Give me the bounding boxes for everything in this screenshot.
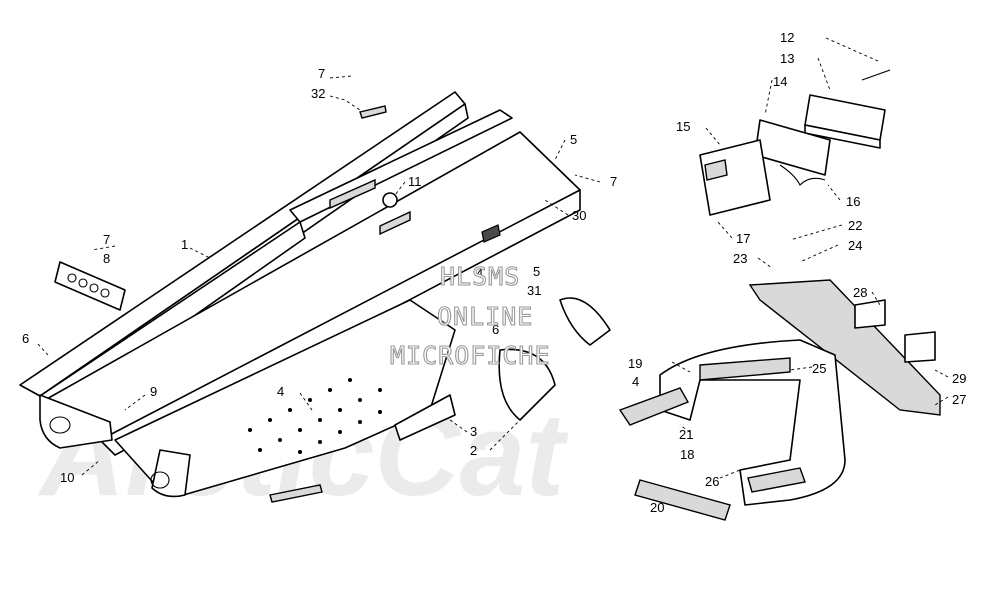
callout-26: 26 xyxy=(705,474,719,489)
callout-25: 25 xyxy=(812,361,826,376)
callout-18: 18 xyxy=(680,447,694,462)
callout-4: 4 xyxy=(277,384,284,399)
callout-9: 9 xyxy=(150,384,157,399)
callout-5: 5 xyxy=(570,132,577,147)
callout-7: 7 xyxy=(318,66,325,81)
callout-31: 31 xyxy=(527,283,541,298)
callout-7: 7 xyxy=(103,232,110,247)
callout-20: 20 xyxy=(650,500,664,515)
tail-light-icon xyxy=(699,69,891,216)
callout-28: 28 xyxy=(853,285,867,300)
callout-24: 24 xyxy=(848,238,862,253)
pad-icon xyxy=(634,479,731,521)
callout-4: 4 xyxy=(632,374,639,389)
callout-23: 23 xyxy=(733,251,747,266)
callout-27: 27 xyxy=(952,392,966,407)
bracket-icon xyxy=(394,394,456,441)
callout-21: 21 xyxy=(679,427,693,442)
watermark-line: HLSMS xyxy=(440,262,520,291)
callout-30: 30 xyxy=(572,208,586,223)
tunnel-icon xyxy=(19,91,581,498)
callout-17: 17 xyxy=(736,231,750,246)
watermark: HLSMS ONLINE MICROFICHE xyxy=(389,261,551,370)
reflector-strip-icon xyxy=(54,261,126,311)
pad-icon xyxy=(359,105,387,119)
callout-10: 10 xyxy=(60,470,74,485)
watermark-line: ONLINE xyxy=(437,302,533,331)
callout-7: 7 xyxy=(610,174,617,189)
callout-15: 15 xyxy=(676,119,690,134)
snow-flap-icon xyxy=(748,279,941,416)
callout-19: 19 xyxy=(628,356,642,371)
callout-6: 6 xyxy=(492,322,499,337)
bracket-icon xyxy=(559,297,611,346)
bracket-icon xyxy=(498,348,556,421)
watermark-line: MICROFICHE xyxy=(390,341,551,370)
rear-bumper-icon xyxy=(618,339,846,506)
callout-22: 22 xyxy=(848,218,862,233)
callout-4: 4 xyxy=(476,266,483,281)
callout-1: 1 xyxy=(181,237,188,252)
stud-icon xyxy=(269,484,323,503)
callout-11: 11 xyxy=(408,174,422,189)
callout-6: 6 xyxy=(22,331,29,346)
callout-29: 29 xyxy=(952,371,966,386)
callout-labels: 7 32 1 7 8 6 9 10 4 3 2 5 7 30 11 4 5 31… xyxy=(22,30,966,515)
callout-8: 8 xyxy=(103,251,110,266)
leader-lines xyxy=(37,37,949,479)
callout-32: 32 xyxy=(311,86,325,101)
callout-2: 2 xyxy=(470,443,477,458)
callout-13: 13 xyxy=(780,51,794,66)
callout-16: 16 xyxy=(846,194,860,209)
callout-3: 3 xyxy=(470,424,477,439)
callout-12: 12 xyxy=(780,30,794,45)
callout-14: 14 xyxy=(773,74,787,89)
callout-5: 5 xyxy=(533,264,540,279)
